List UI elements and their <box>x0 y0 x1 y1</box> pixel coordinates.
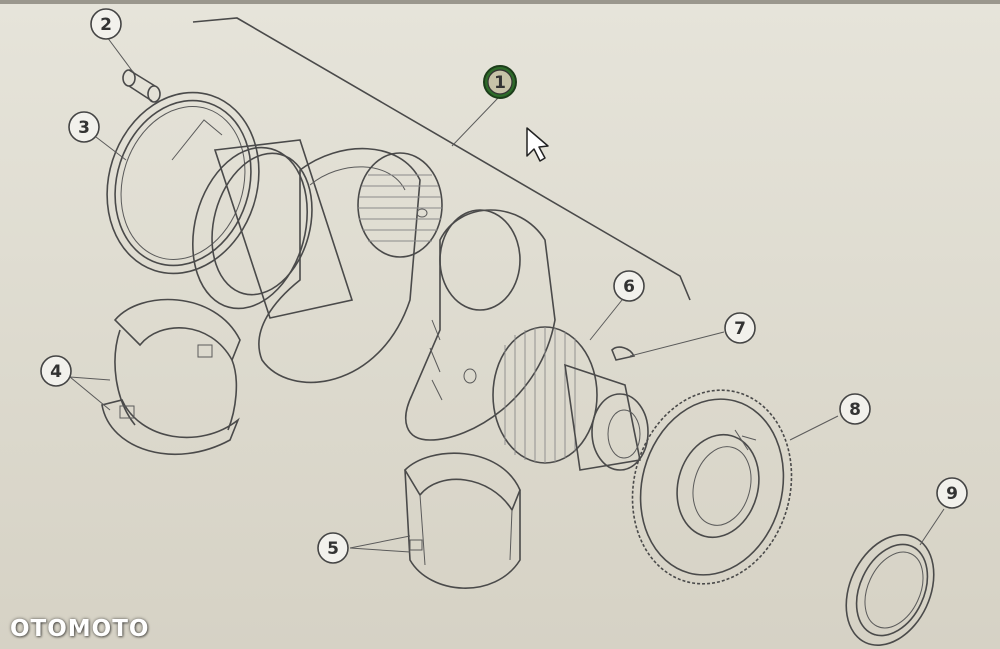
part-7-key <box>611 346 636 361</box>
callout-8: 8 <box>839 393 871 425</box>
callout-2-label: 2 <box>100 15 112 35</box>
callout-1-label: 1 <box>494 73 506 93</box>
callout-7: 7 <box>724 312 756 344</box>
mouse-cursor-icon <box>526 127 549 162</box>
callout-5-label: 5 <box>327 539 339 559</box>
callout-4-label: 4 <box>50 362 62 382</box>
part-3-seal-ring <box>106 91 260 275</box>
callout-8-label: 8 <box>849 400 861 420</box>
callout-7-label: 7 <box>734 319 746 339</box>
callout-9-label: 9 <box>946 484 958 504</box>
assembly-bracket <box>192 17 691 301</box>
screen-top-edge <box>0 0 1000 4</box>
part-4-main-bearings <box>101 298 241 455</box>
callout-6-label: 6 <box>623 277 635 297</box>
part-8-timing-gear <box>631 389 793 585</box>
leader-lines <box>69 36 945 553</box>
watermark-text: OTOMOTO <box>10 616 150 642</box>
callout-3: 3 <box>68 111 100 143</box>
callout-5: 5 <box>317 532 349 564</box>
part-9-front-seal <box>845 533 935 647</box>
part-6-crank-gear <box>492 326 649 471</box>
callout-2: 2 <box>90 8 122 40</box>
callout-4: 4 <box>40 355 72 387</box>
part-2-dowel-pin <box>122 69 161 103</box>
callout-3-label: 3 <box>78 118 90 138</box>
callout-6: 6 <box>613 270 645 302</box>
callout-9: 9 <box>936 477 968 509</box>
part-5-rod-bearings <box>403 452 521 589</box>
callout-1: 1 <box>483 65 517 99</box>
part-1-crankshaft <box>191 139 556 441</box>
